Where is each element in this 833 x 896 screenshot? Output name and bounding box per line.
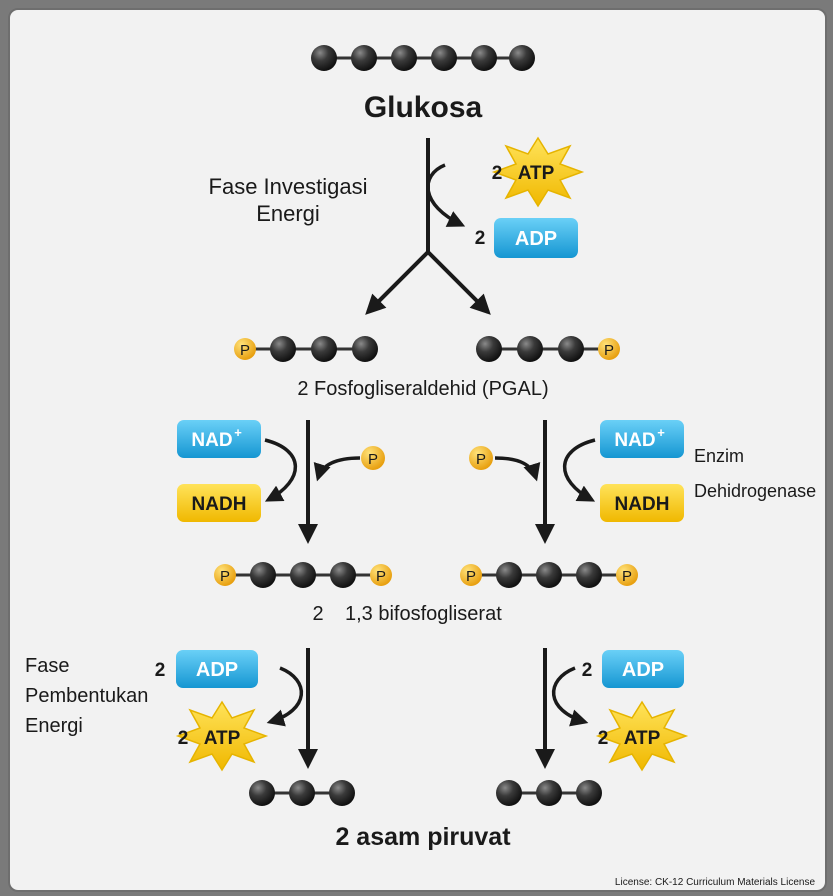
carbon-atom bbox=[270, 336, 296, 362]
svg-text:NADH: NADH bbox=[192, 494, 247, 515]
atp-label: ATP bbox=[518, 163, 555, 184]
svg-text:P: P bbox=[240, 342, 250, 359]
svg-text:ADP: ADP bbox=[622, 659, 664, 681]
nad-badge-right: NAD + bbox=[600, 420, 684, 458]
pyruvate-label: 2 asam piruvat bbox=[335, 823, 511, 851]
carbon-atom bbox=[352, 336, 378, 362]
phosphate-add-arrow-right bbox=[494, 456, 541, 482]
svg-text:2: 2 bbox=[178, 728, 189, 749]
pyruvate-molecule-right bbox=[496, 780, 602, 806]
carbon-atom bbox=[431, 45, 457, 71]
carbon-atom bbox=[290, 562, 316, 588]
carbon-atom bbox=[250, 562, 276, 588]
svg-text:P: P bbox=[376, 568, 386, 585]
phase1-label-line1: Fase Investigasi bbox=[209, 174, 368, 199]
carbon-atom bbox=[517, 336, 543, 362]
svg-text:NAD: NAD bbox=[614, 430, 655, 451]
split-arrow-right bbox=[426, 250, 491, 315]
enzyme-label-line1: Enzim bbox=[694, 446, 744, 466]
phosphate-input-right: P bbox=[469, 446, 493, 470]
svg-text:NADH: NADH bbox=[615, 494, 670, 515]
phosphate-group bbox=[616, 564, 638, 586]
carbon-atom bbox=[311, 45, 337, 71]
atp-count: 2 bbox=[492, 163, 503, 184]
carbon-atom bbox=[391, 45, 417, 71]
pgal-molecule-left: P bbox=[234, 336, 378, 362]
atp-consumption-arrow bbox=[426, 163, 466, 227]
phosphate-input-left: P bbox=[361, 446, 385, 470]
phosphate-group bbox=[370, 564, 392, 586]
svg-text:+: + bbox=[234, 425, 242, 440]
phosphate-group bbox=[460, 564, 482, 586]
carbon-atom bbox=[289, 780, 315, 806]
glucose-molecule bbox=[311, 45, 535, 71]
carbon-atom bbox=[471, 45, 497, 71]
carbon-atom bbox=[330, 562, 356, 588]
carbon-atom bbox=[576, 780, 602, 806]
svg-text:P: P bbox=[476, 451, 486, 468]
nad-reduction-arrow-left bbox=[264, 438, 297, 502]
pgal-molecule-right: P bbox=[476, 336, 620, 362]
bpg-label: 1,3 bifosfogliserat bbox=[345, 603, 502, 625]
bpg-molecule-left: P P bbox=[214, 562, 392, 588]
carbon-atom bbox=[249, 780, 275, 806]
svg-text:ATP: ATP bbox=[204, 728, 241, 749]
phase2-label-line2: Pembentukan bbox=[25, 685, 148, 707]
svg-text:2: 2 bbox=[155, 660, 166, 681]
svg-text:P: P bbox=[622, 568, 632, 585]
bpg-molecule-right: P P bbox=[460, 562, 638, 588]
svg-text:P: P bbox=[604, 342, 614, 359]
bpg-count: 2 bbox=[312, 603, 323, 625]
atp-star-right: 2 ATP bbox=[595, 700, 689, 772]
phase1-label-line2: Energi bbox=[256, 201, 320, 226]
phase2-label-line1: Fase bbox=[25, 655, 69, 677]
nadh-badge-left: NADH bbox=[177, 484, 261, 522]
atp-star-phase1: 2 ATP bbox=[492, 136, 585, 208]
carbon-atom bbox=[509, 45, 535, 71]
adp-to-atp-arrow-left bbox=[266, 666, 304, 727]
adp-badge-right: 2 ADP bbox=[582, 650, 684, 688]
nadh-badge-right: NADH bbox=[600, 484, 684, 522]
carbon-atom bbox=[496, 780, 522, 806]
svg-text:+: + bbox=[657, 425, 665, 440]
carbon-atom bbox=[536, 562, 562, 588]
svg-text:ADP: ADP bbox=[196, 659, 238, 681]
adp-badge-phase1: 2 ADP bbox=[475, 218, 578, 258]
adp-label: ADP bbox=[515, 228, 557, 250]
glucose-title: Glukosa bbox=[364, 91, 483, 124]
license-text: License: CK-12 Curriculum Materials Lice… bbox=[615, 877, 816, 888]
nad-badge-left: NAD + bbox=[177, 420, 261, 458]
carbon-atom bbox=[311, 336, 337, 362]
svg-text:2: 2 bbox=[598, 728, 609, 749]
diagram-frame bbox=[8, 8, 827, 892]
phosphate-group bbox=[598, 338, 620, 360]
carbon-atom bbox=[536, 780, 562, 806]
carbon-atom bbox=[576, 562, 602, 588]
adp-count: 2 bbox=[475, 228, 486, 249]
nad-reduction-arrow-right bbox=[563, 438, 596, 502]
svg-text:P: P bbox=[368, 451, 378, 468]
svg-text:2: 2 bbox=[582, 660, 593, 681]
carbon-atom bbox=[476, 336, 502, 362]
svg-text:P: P bbox=[466, 568, 476, 585]
pyruvate-molecule-left bbox=[249, 780, 355, 806]
phosphate-add-arrow-left bbox=[313, 456, 361, 482]
split-arrow-left bbox=[365, 250, 430, 315]
phase2-label-line3: Energi bbox=[25, 715, 83, 737]
carbon-atom bbox=[496, 562, 522, 588]
enzyme-label-line2: Dehidrogenase bbox=[694, 481, 816, 501]
svg-text:NAD: NAD bbox=[191, 430, 232, 451]
carbon-atom bbox=[558, 336, 584, 362]
pgal-label: 2 Fosfogliseraldehid (PGAL) bbox=[297, 378, 548, 400]
adp-badge-left: 2 ADP bbox=[155, 650, 258, 688]
svg-text:ATP: ATP bbox=[624, 728, 661, 749]
adp-to-atp-arrow-right bbox=[551, 666, 589, 727]
phosphate-group bbox=[214, 564, 236, 586]
atp-star-left: 2 ATP bbox=[175, 700, 269, 772]
carbon-atom bbox=[351, 45, 377, 71]
svg-text:P: P bbox=[220, 568, 230, 585]
phosphate-group bbox=[234, 338, 256, 360]
carbon-atom bbox=[329, 780, 355, 806]
